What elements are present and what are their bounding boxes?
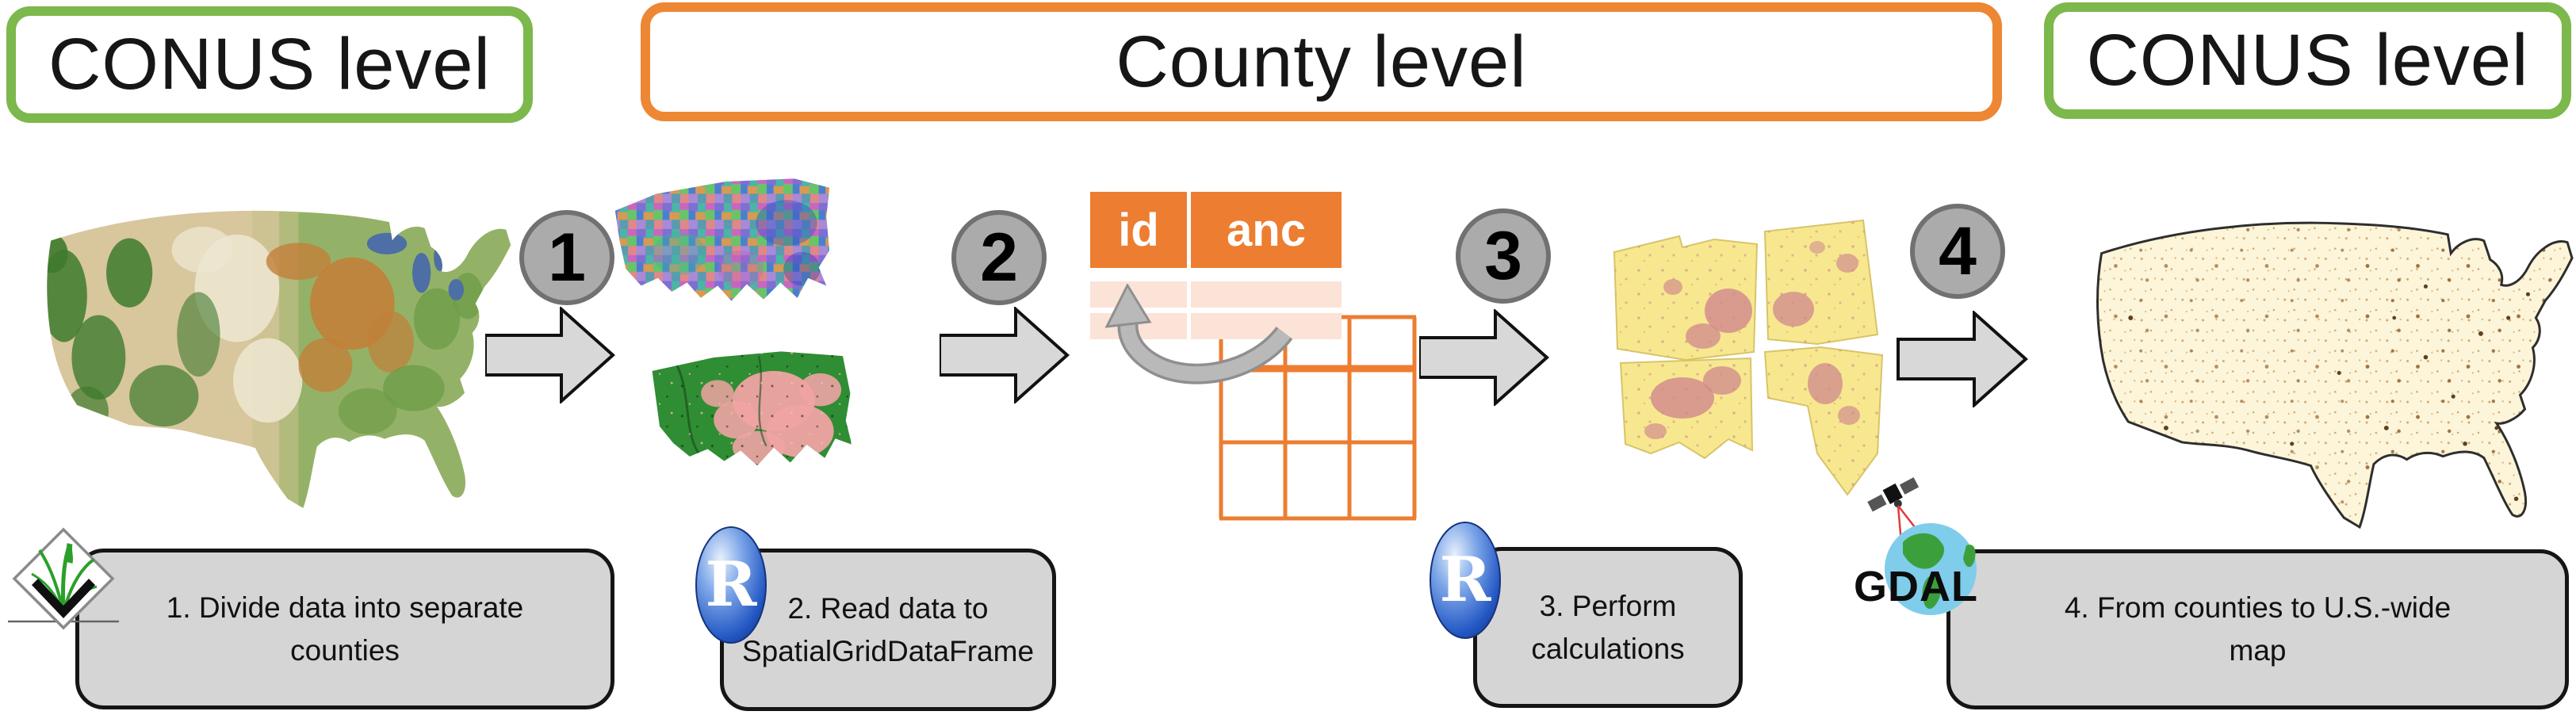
step-circle-1: 1 xyxy=(519,210,614,305)
r-letter: R xyxy=(706,549,758,621)
table-row xyxy=(1090,313,1342,339)
us-landcover-map xyxy=(47,210,511,508)
grass-gis-icon xyxy=(8,527,119,630)
conus-level-box-left: CONUS level xyxy=(6,6,533,123)
conus-level-box-right: CONUS level xyxy=(2044,2,2571,119)
step-number-4: 4 xyxy=(1939,212,1977,289)
caption-step-1-line-1: 1. Divide data into separate xyxy=(166,591,524,624)
county-level-label: County level xyxy=(1116,21,1527,102)
r-logo-icon: R xyxy=(695,526,767,644)
arrow-right-icon xyxy=(940,307,1070,403)
county-level-box: County level xyxy=(641,2,2002,121)
caption-step-1-line-2: counties xyxy=(290,633,400,667)
arrow-right-icon xyxy=(1419,309,1550,406)
r-logo-icon: R xyxy=(1430,522,1501,639)
id-anc-table: id anc xyxy=(1090,192,1342,339)
caption-step-3: 3. Perform calculations xyxy=(1473,547,1743,708)
arrow-right-icon xyxy=(485,307,616,403)
r-letter: R xyxy=(1440,544,1492,616)
caption-step-2-line-2: SpatialGridDataFrame xyxy=(741,634,1035,667)
table-header-anc: anc xyxy=(1191,192,1342,268)
county-tiles-map xyxy=(1613,219,1883,496)
gdal-logo-icon: GDAL xyxy=(1854,477,1978,615)
conus-level-label-right: CONUS level xyxy=(2086,20,2529,101)
us-output-map xyxy=(2096,221,2574,530)
county-landcover-map xyxy=(652,351,852,466)
caption-step-4-line-2: map xyxy=(2229,634,2287,667)
caption-step-3-line-1: 3. Perform xyxy=(1539,589,1677,622)
gdal-label: GDAL xyxy=(1854,563,1978,610)
table-row xyxy=(1090,281,1342,308)
caption-step-4-line-1: 4. From counties to U.S.-wide xyxy=(2064,591,2452,624)
arrow-right-icon xyxy=(1897,311,2029,407)
caption-step-3-line-2: calculations xyxy=(1531,632,1685,665)
table-header-id: id xyxy=(1090,192,1187,268)
curved-arrow-icon xyxy=(1104,284,1293,384)
step-number-1: 1 xyxy=(548,219,586,296)
step-circle-3: 3 xyxy=(1456,208,1551,304)
step-circle-2: 2 xyxy=(951,210,1047,305)
county-mosaic-map xyxy=(614,178,830,301)
step-circle-4: 4 xyxy=(1910,204,2005,299)
step-number-2: 2 xyxy=(980,219,1018,296)
caption-step-2-line-1: 2. Read data to xyxy=(787,591,989,625)
caption-step-4: 4. From counties to U.S.-wide map xyxy=(1946,549,2569,709)
step-number-3: 3 xyxy=(1484,217,1522,294)
table-header-row: id anc xyxy=(1090,192,1342,268)
caption-step-2: 2. Read data to SpatialGridDataFrame xyxy=(720,549,1056,711)
caption-step-1: 1. Divide data into separate counties xyxy=(75,549,614,709)
conus-level-label-left: CONUS level xyxy=(48,24,491,105)
